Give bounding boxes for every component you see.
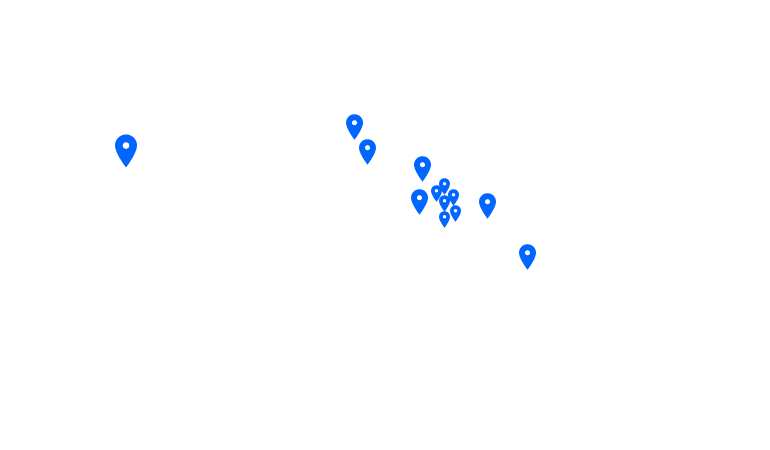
map-pin-icon: [359, 139, 376, 165]
map-pin-icon: [346, 114, 363, 140]
map-pin-icon: [450, 205, 461, 222]
map-pin-icon: [479, 193, 496, 219]
map-marker-13[interactable]: [439, 211, 450, 228]
map-marker-2[interactable]: [346, 114, 363, 140]
map-marker-12[interactable]: [450, 205, 461, 222]
map-marker-11[interactable]: [439, 195, 450, 212]
map-pin-icon: [448, 189, 459, 206]
map-marker-9[interactable]: [431, 185, 442, 202]
map-pin-icon: [115, 134, 137, 168]
map-pin-icon: [439, 195, 450, 212]
map-pin-icon: [431, 185, 442, 202]
map-pin-icon: [414, 156, 431, 182]
map-marker-1[interactable]: [115, 134, 137, 168]
map-pin-icon: [439, 211, 450, 228]
map-marker-10[interactable]: [448, 189, 459, 206]
map-pin-icon: [519, 244, 536, 270]
map-marker-7[interactable]: [519, 244, 536, 270]
map-pin-icon: [411, 189, 428, 215]
map-marker-4[interactable]: [414, 156, 431, 182]
map-marker-3[interactable]: [359, 139, 376, 165]
map-marker-5[interactable]: [411, 189, 428, 215]
map-marker-6[interactable]: [479, 193, 496, 219]
